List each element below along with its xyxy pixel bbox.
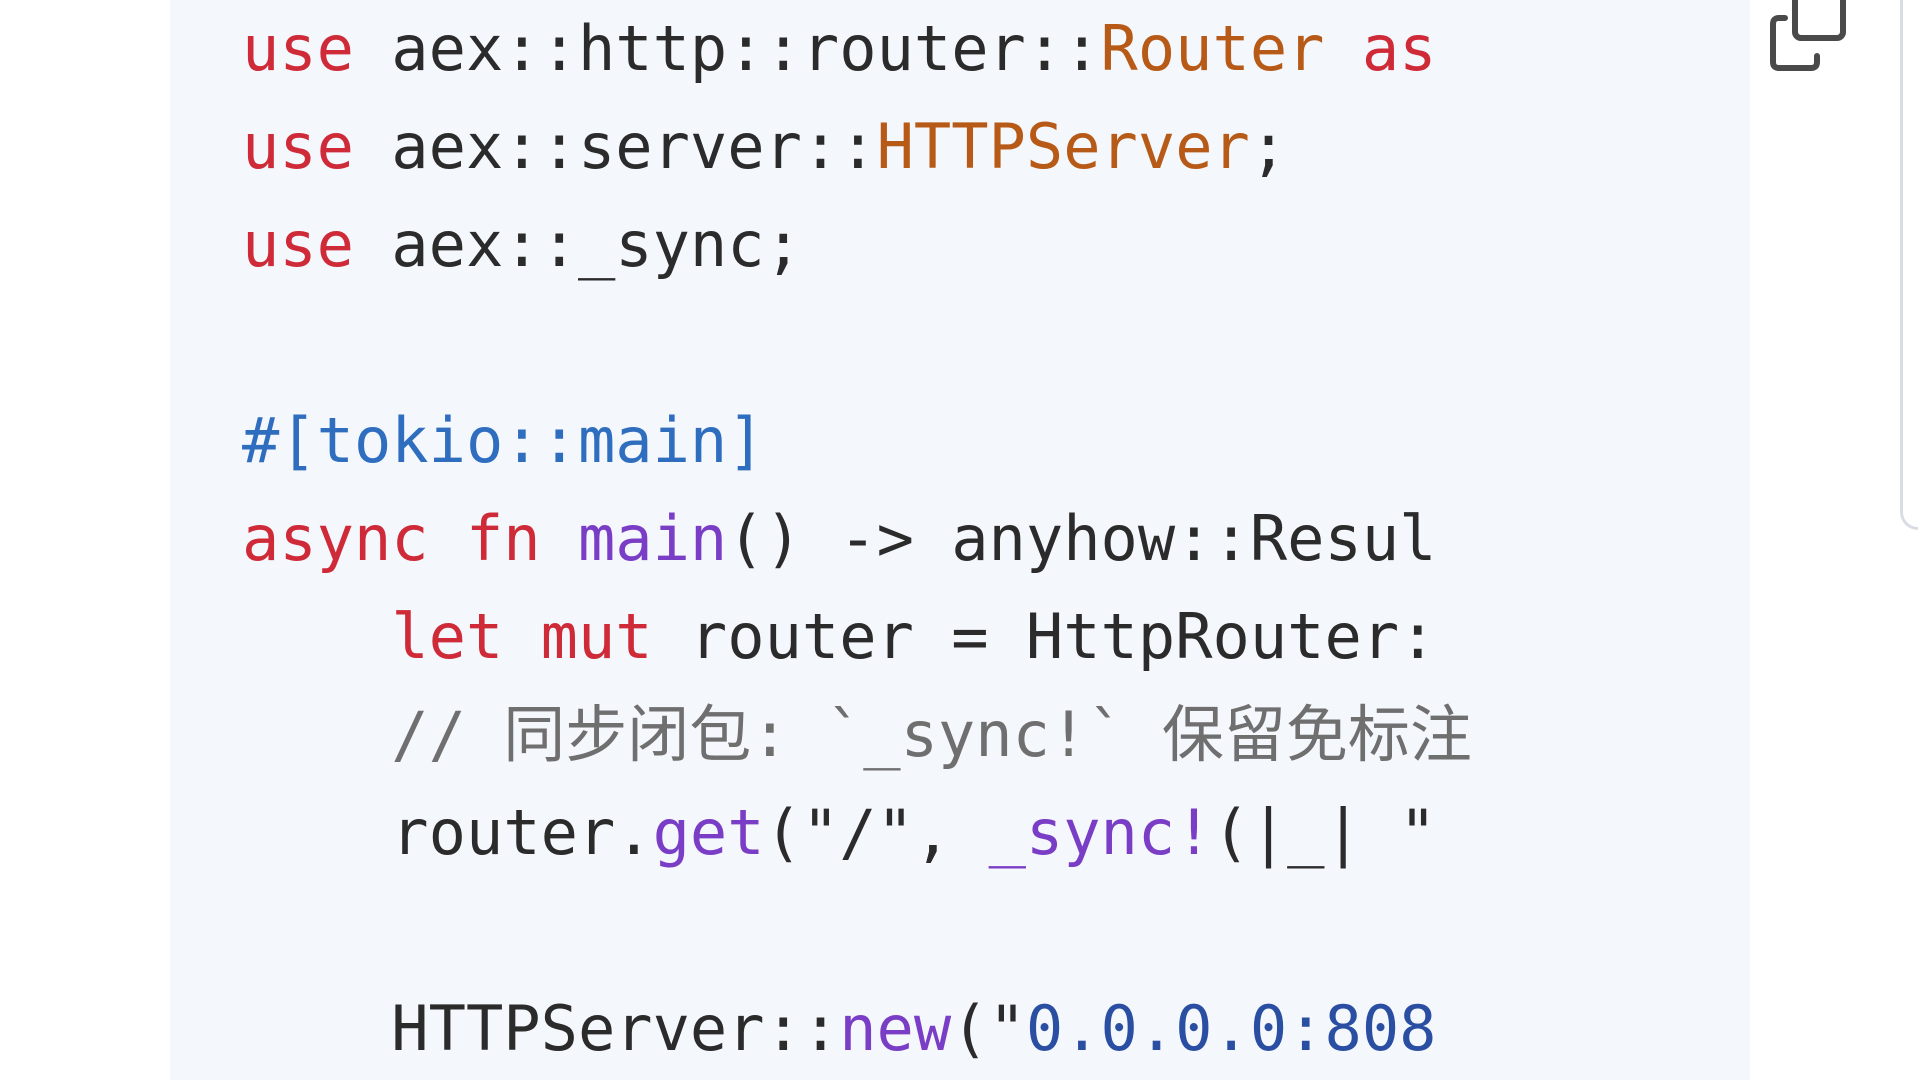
code-line: router.get("/", _sync!(|_| " [242, 784, 1437, 882]
code-token-ty: Router [1100, 12, 1325, 85]
code-token-kw: mut [540, 600, 653, 673]
code-line: async fn main() -> anyhow::Resul [242, 490, 1436, 588]
copy-icon [1770, 0, 1846, 71]
code-line [242, 882, 279, 980]
code-line: #[tokio::main] [242, 392, 765, 490]
code-line: HTTPServer::new("0.0.0.0:808 [242, 980, 1436, 1078]
code-token-ty: HTTPServer [876, 110, 1250, 183]
code-line: let mut router = HttpRouter: [242, 588, 1436, 686]
copy-code-button[interactable] [1765, 0, 1853, 76]
code-token-fnc: get [652, 796, 765, 869]
code-token-kw: fn [465, 502, 541, 575]
code-token-plain [503, 600, 540, 673]
code-token-kw: async [242, 502, 429, 575]
code-line [242, 294, 279, 392]
code-token-kw: as [1324, 12, 1437, 85]
code-token-plain: aex::server:: [353, 110, 877, 183]
code-token-cmt: // 同步闭包: `_sync!` 保留免标注 [242, 698, 1472, 771]
code-token-str: 0.0.0.0:808 [1025, 992, 1437, 1065]
code-token-attr: #[tokio::main] [242, 404, 765, 477]
code-token-fnc: main [577, 502, 728, 575]
code-token-plain: aex::http::router:: [353, 12, 1101, 85]
code-line: use aex::_sync; [242, 196, 802, 294]
code-token-plain: HTTPServer:: [242, 992, 840, 1065]
code-token-kw: use [242, 12, 354, 85]
code-token-fnc: _sync! [988, 796, 1213, 869]
code-line: use aex::server::HTTPServer; [242, 98, 1287, 196]
code-token-plain: aex::_sync; [353, 208, 802, 281]
code-token-plain [541, 502, 578, 575]
scrollbar-thumb[interactable] [1900, 0, 1918, 530]
code-token-fnc: new [839, 992, 952, 1065]
code-token-plain: (|_| " [1212, 796, 1437, 869]
code-token-kw: let [391, 600, 504, 673]
code-token-plain: ; [1249, 110, 1288, 183]
code-token-plain: () -> anyhow::Resul [727, 502, 1437, 575]
code-line: use aex::http::router::Router as [242, 0, 1436, 98]
code-token-plain: (" [951, 992, 1026, 1065]
code-token-plain: ("/", [764, 796, 989, 869]
scrollbar[interactable] [1900, 0, 1920, 540]
code-token-plain [429, 502, 466, 575]
code-token-plain: router = HttpRouter: [652, 600, 1437, 673]
code-token-kw: use [242, 208, 354, 281]
code-token-plain: router. [242, 796, 653, 869]
code-token-kw: use [242, 110, 354, 183]
code-token-plain [242, 600, 391, 673]
code-line: // 同步闭包: `_sync!` 保留免标注 [242, 686, 1472, 784]
